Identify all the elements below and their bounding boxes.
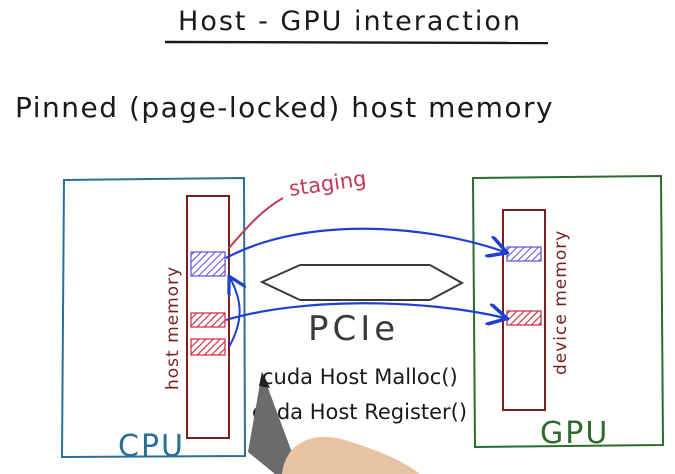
cuda-host-register-label: cuda Host Register() (252, 400, 467, 424)
title: Host - GPU interaction (178, 6, 522, 37)
device-block-blue (506, 246, 542, 262)
device-memory-column (502, 209, 546, 411)
device-memory-label: device memory (551, 230, 571, 375)
copy-arrow-pinned-to-staging (229, 278, 240, 348)
cpu-box (60, 176, 247, 459)
subtitle: Pinned (page-locked) host memory (15, 91, 554, 124)
cpu-label: CPU (118, 429, 185, 464)
cuda-host-malloc-label: cuda Host Malloc() (262, 365, 458, 389)
gpu-label: GPU (540, 416, 609, 451)
gpu-box (471, 174, 665, 449)
transfer-arrow-pinned-to-device (225, 302, 505, 320)
pen-and-hand (248, 372, 420, 474)
host-pinned-block-2 (190, 338, 226, 356)
host-staging-block (190, 251, 226, 277)
host-memory-label: host memory (163, 266, 183, 390)
transfer-arrow-staging-to-device (225, 227, 505, 259)
host-memory-column (186, 195, 230, 439)
staging-pointer (228, 197, 284, 249)
device-block-red (506, 310, 542, 326)
pcie-label: PCIe (308, 309, 399, 349)
host-pinned-block-1 (190, 312, 226, 328)
staging-label: staging (287, 166, 367, 201)
title-underline (164, 40, 549, 45)
pcie-double-arrow (259, 264, 465, 301)
